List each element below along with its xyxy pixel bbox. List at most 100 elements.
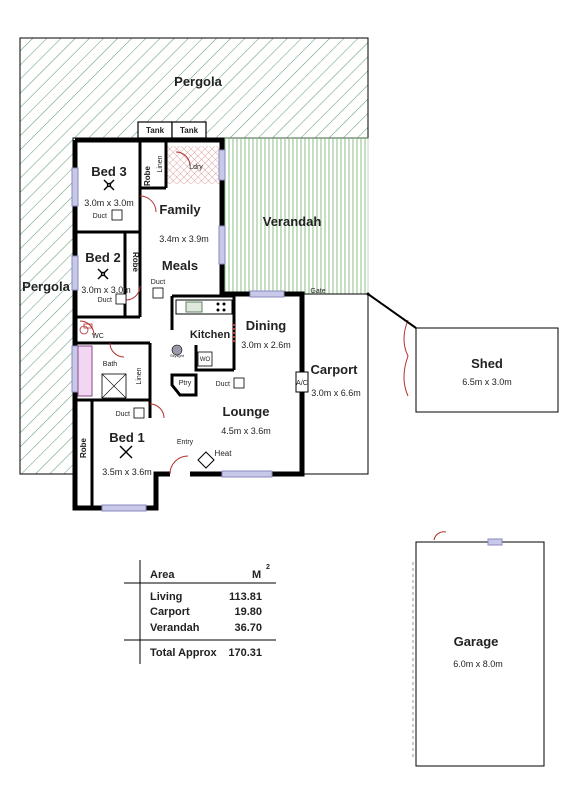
area-header-unit-sup: 2	[266, 564, 270, 571]
verandah-label: Verandah	[263, 214, 322, 229]
tank-2-label: Tank	[180, 126, 199, 135]
tank-1-label: Tank	[146, 126, 165, 135]
fan-icon-bed1	[119, 445, 133, 459]
window-ldry	[218, 149, 226, 181]
bathtub-icon	[77, 345, 93, 397]
door-garage	[433, 531, 447, 541]
door-ldry	[175, 151, 191, 167]
area-total-value: 170.31	[228, 647, 262, 659]
skylight-icon	[171, 344, 183, 356]
area-row-value-0: 113.81	[229, 591, 262, 603]
ac-label: A/C	[296, 380, 308, 387]
area-total-label: Total Approx	[150, 647, 217, 659]
door-wc	[79, 320, 95, 336]
duct-icon-5	[133, 407, 145, 419]
area-row-value-1: 19.80	[234, 606, 262, 618]
bed1-label: Bed 1	[109, 430, 144, 445]
door-shed	[403, 319, 409, 397]
bed3-dim: 3.0m x 3.0m	[84, 198, 134, 208]
shed-label: Shed	[471, 356, 503, 371]
lounge-dim: 4.5m x 3.6m	[221, 426, 271, 436]
dining-dim: 3.0m x 2.6m	[241, 340, 291, 350]
wo-label: WO	[200, 357, 211, 363]
garage-dim: 6.0m x 8.0m	[453, 659, 503, 669]
heat-icon	[197, 451, 215, 469]
shed	[415, 327, 559, 413]
robe-label-2: Robe	[131, 252, 140, 273]
door-bath	[109, 342, 125, 358]
ceiling-fans	[97, 179, 133, 459]
bed2-dim: 3.0m x 3.0m	[81, 285, 131, 295]
area-row-label-1: Carport	[150, 606, 190, 618]
door-bed2	[125, 285, 141, 301]
area-header-label: Area	[150, 569, 175, 581]
lounge-label: Lounge	[223, 404, 270, 419]
area-header-unit: M	[252, 569, 261, 581]
area-table: Area M 2 Living 113.81 Carport 19.80 Ver…	[124, 560, 276, 664]
laundry-floor	[166, 146, 222, 184]
window-bed1	[101, 504, 147, 512]
house-walls	[72, 137, 305, 511]
meals-label: Meals	[162, 258, 198, 273]
carport-dim: 3.0m x 6.6m	[311, 388, 361, 398]
entry-label: Entry	[177, 439, 194, 446]
linen-label-1: Linen	[157, 155, 164, 172]
duct-icon-4	[233, 377, 245, 389]
kitchen-label: Kitchen	[190, 329, 231, 341]
duct-icon-1	[111, 209, 123, 221]
pergola-left-label: Pergola	[22, 279, 70, 294]
windows	[71, 149, 285, 512]
ac-unit	[295, 371, 309, 393]
shed-dim: 6.5m x 3.0m	[462, 377, 512, 387]
heat-label: Heat	[215, 449, 233, 458]
carport-label: Carport	[311, 362, 359, 377]
pergola-top-label: Pergola	[174, 74, 222, 89]
kitchen-fixtures	[171, 299, 235, 367]
door-bed1	[149, 403, 165, 419]
window-bed2	[71, 255, 79, 291]
linen-label-2: Linen	[136, 367, 143, 384]
dining-label: Dining	[246, 318, 286, 333]
fan-icon-bed2	[97, 268, 109, 280]
duct-icon-3	[152, 287, 164, 299]
sink-icon	[185, 301, 203, 313]
wc-label: WC	[92, 333, 104, 340]
window-bath	[71, 345, 79, 393]
robe-label-1: Robe	[143, 165, 152, 186]
area-row-label-0: Living	[150, 591, 182, 603]
garage-label: Garage	[454, 634, 499, 649]
bed1-dim: 3.5m x 3.6m	[102, 467, 152, 477]
robe-label-3: Robe	[79, 437, 88, 458]
duct-vents	[111, 209, 245, 419]
gate-label: Gate	[310, 288, 325, 295]
cooktop-icon	[216, 302, 220, 306]
window-family	[218, 225, 226, 265]
family-label: Family	[159, 202, 201, 217]
duct-label-4: Duct	[216, 381, 230, 388]
window-lounge	[221, 470, 273, 478]
bath-fixtures	[77, 323, 127, 399]
garage	[412, 538, 545, 767]
duct-label-1: Duct	[93, 213, 107, 220]
doors	[79, 151, 447, 541]
carport	[295, 292, 417, 475]
duct-label-2: Duct	[98, 297, 112, 304]
duct-label-5: Duct	[116, 411, 130, 418]
window-dining	[249, 290, 285, 298]
bed3-label: Bed 3	[91, 164, 126, 179]
heater	[197, 451, 215, 469]
ptry-label: Ptry	[179, 380, 192, 387]
duct-icon-2	[115, 293, 127, 305]
area-row-value-2: 36.70	[234, 622, 262, 634]
shower-icon	[101, 373, 127, 399]
gate-line	[367, 293, 417, 329]
fan-icon-bed3	[103, 179, 115, 191]
bed2-label: Bed 2	[85, 250, 120, 265]
family-dim: 3.4m x 3.9m	[159, 234, 209, 244]
window-bed3	[71, 167, 79, 207]
area-row-label-2: Verandah	[150, 622, 200, 634]
tanks	[137, 121, 207, 139]
skylight-label: Skylight	[170, 353, 185, 358]
door-entry	[169, 455, 189, 475]
